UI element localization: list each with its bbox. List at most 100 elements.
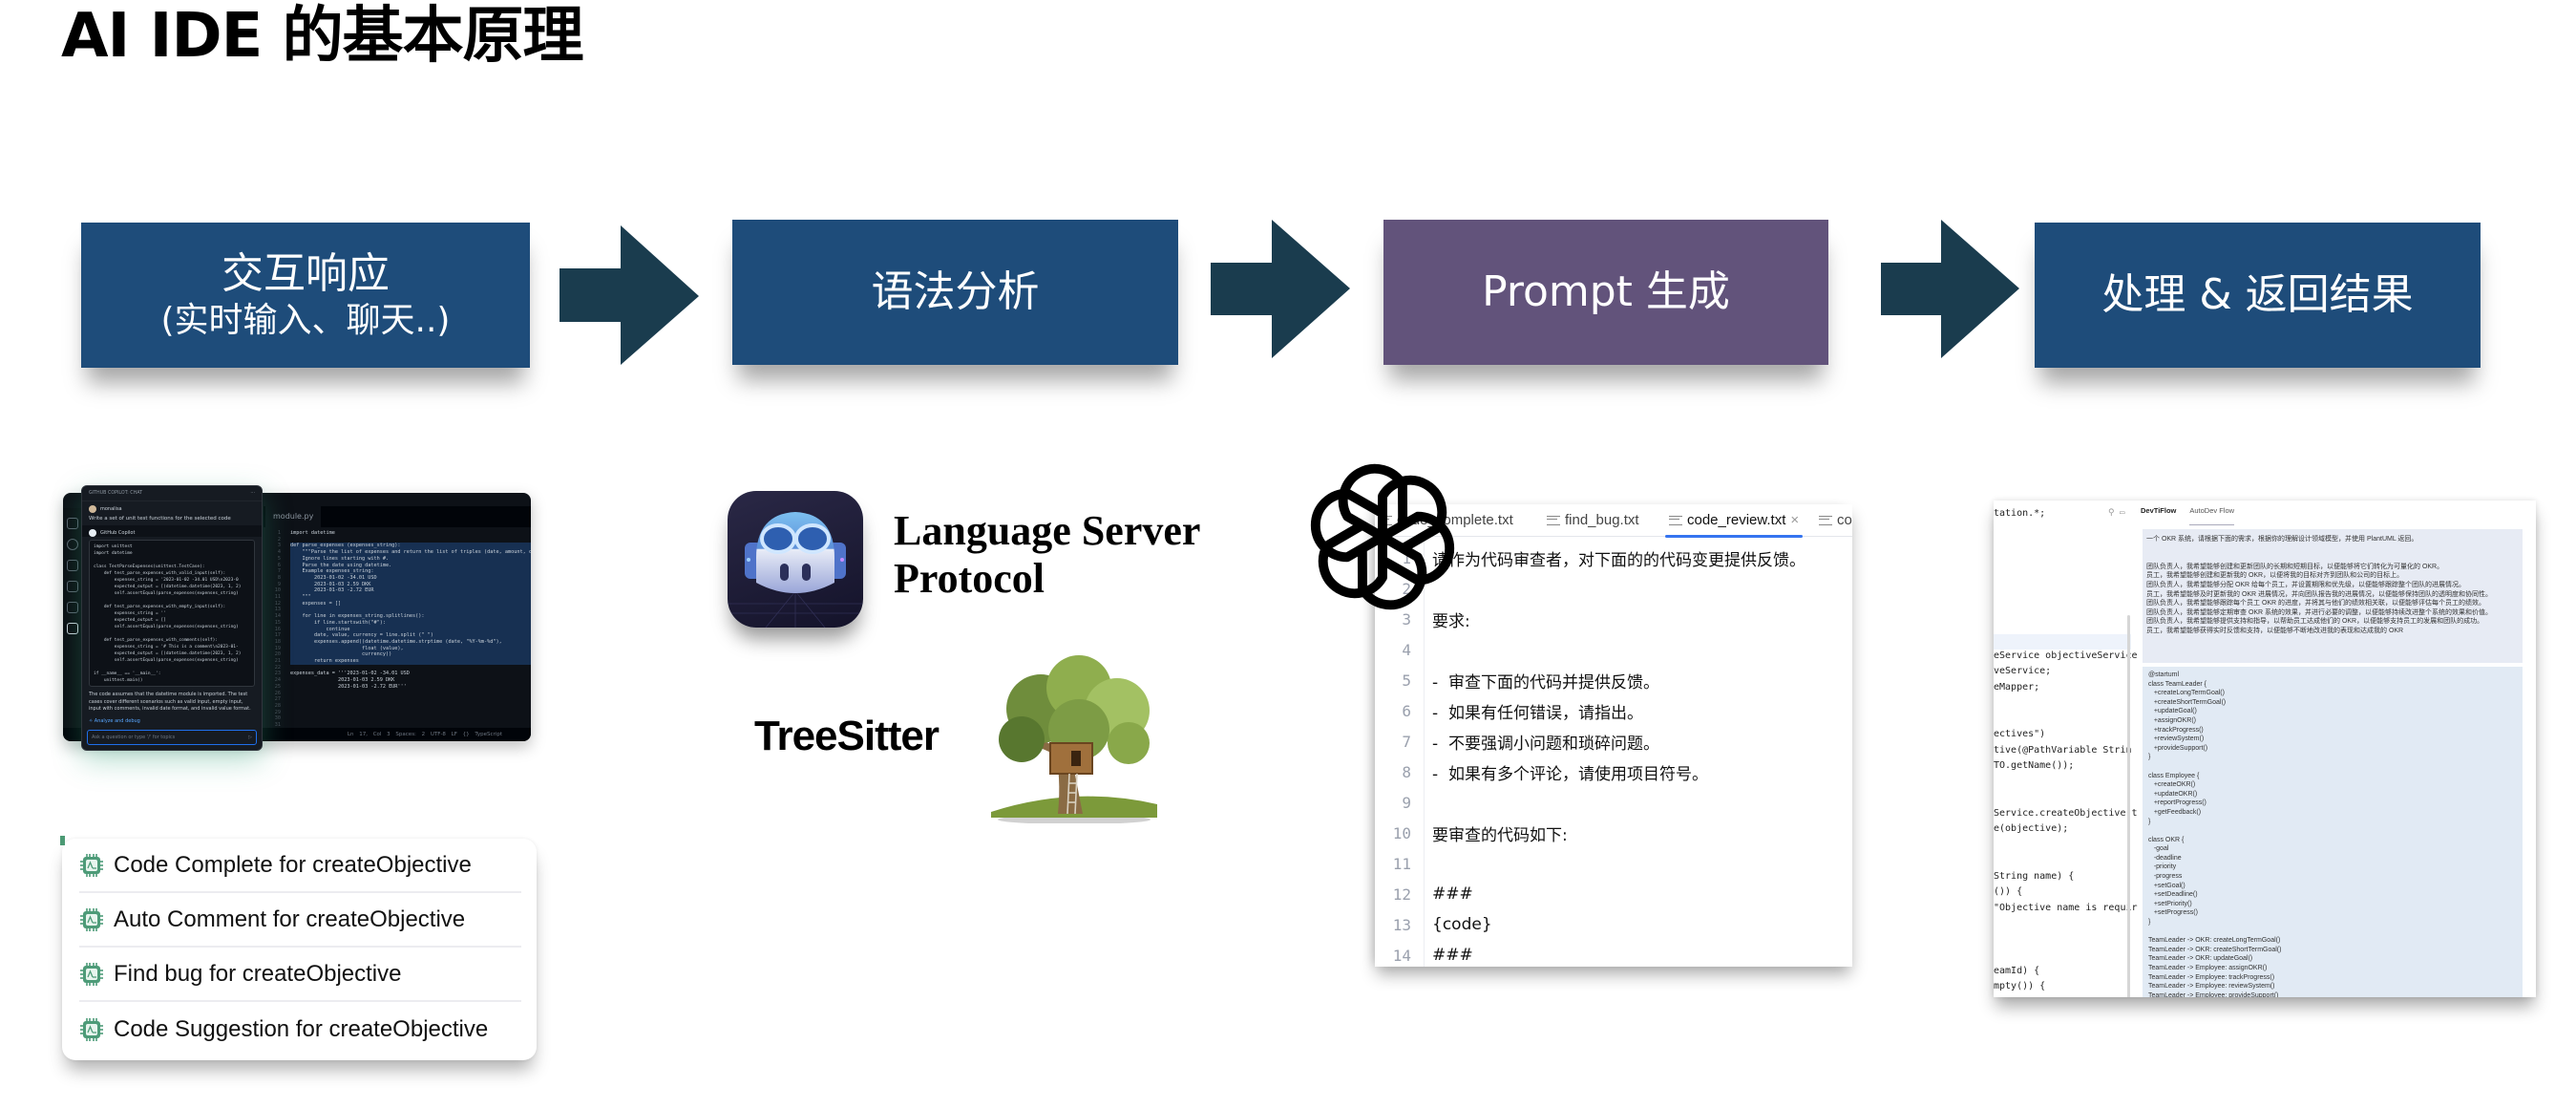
source-control-icon[interactable] (67, 560, 78, 571)
code-line: float (value), (290, 645, 531, 652)
code-line (1994, 540, 1999, 550)
code-line: class TestParseExpenses(unittest.TestCas… (94, 565, 205, 569)
line-number: 3 (1402, 609, 1411, 629)
line-number: 10 (1392, 823, 1411, 842)
code-line: expenses.append((datetime.datetime.strpt… (290, 638, 531, 646)
analyze-debug-label: Analyze and debug (94, 717, 140, 724)
tab-code-review[interactable]: code_review.txt× (1664, 512, 1804, 538)
step-process-return-title: 处理 & 返回结果 (2101, 270, 2414, 319)
activity-bar (63, 508, 82, 728)
user-message: monalisa Write a set of unit test functi… (82, 501, 262, 525)
action-code-suggestion[interactable]: Code Suggestion for createObjective (79, 1002, 521, 1056)
code-line: unittest.main() (94, 678, 143, 683)
step-syntax-analysis: 语法分析 (732, 220, 1178, 365)
close-icon[interactable]: × (1790, 512, 1800, 528)
send-icon[interactable]: ▷ (248, 735, 252, 740)
code-line: expenses_string = '' (94, 611, 166, 616)
chip-icon (80, 1017, 103, 1041)
treesitter-title: TreeSitter (754, 713, 940, 759)
autodev-tabs: DevTiFlow AutoDev Flow (2135, 501, 2536, 525)
code-line (1994, 619, 1999, 629)
code-line: expected_output = [] (94, 618, 166, 623)
code-line: expected_output = [(datetime.datetime(20… (94, 585, 242, 589)
step-prompt-generation: Prompt 生成 (1383, 220, 1828, 365)
prompt-line: 12### (1375, 879, 1852, 909)
line-number: 5 (1402, 671, 1411, 690)
line-text: - 审查下面的代码并提供反馈。 (1432, 672, 1659, 692)
page-title: AI IDE 的基本原理 (61, 1, 584, 72)
tab-devtiflow[interactable]: DevTiFlow (2141, 506, 2177, 515)
action-list: Code Complete for createObjective Auto C… (60, 836, 537, 1060)
code-line: Example expenses_string: (290, 568, 531, 575)
code-line (1994, 792, 1999, 802)
action-label: Code Suggestion for createObjective (114, 1015, 489, 1042)
code-line: eService objectiveService (1994, 650, 2138, 661)
code-line: self.assertEqual(parse_expenses(expenses… (94, 658, 239, 663)
copilot-logo-icon (728, 491, 863, 628)
code-line (1994, 603, 1999, 613)
code-line: TO.getName()); (1994, 760, 2075, 771)
code-line (1994, 949, 1999, 960)
code-line: eamId) { (1994, 965, 2040, 976)
step-interaction: 交互响应 (实时输入、聊天..) (81, 223, 530, 368)
prompt-line: 8- 如果有多个评论，请使用项目符号。 (1375, 756, 1852, 787)
chat-icon[interactable] (67, 623, 78, 634)
more-icon[interactable]: ··· (250, 491, 255, 496)
bot-explanation: The code assumes that the datetime modul… (89, 692, 251, 712)
extensions-icon[interactable] (67, 602, 78, 613)
prompt-line: 11 (1375, 848, 1852, 879)
code-line (94, 664, 250, 671)
code-line (94, 597, 250, 604)
tab-cod[interactable]: cod (1819, 512, 1852, 528)
line-number: 2 (1402, 579, 1411, 598)
code-line: self.assertEqual(parse_expenses(expenses… (94, 591, 239, 596)
code-line: def test_parse_expenses_with_empty_input… (94, 605, 226, 609)
tab-label: find_bug.txt (1565, 512, 1639, 528)
code-line (1994, 524, 1999, 535)
chat-input-placeholder: Ask a question or type '/' for topics (92, 735, 176, 740)
code-line (1994, 855, 1999, 865)
line-text: {code} (1432, 915, 1492, 934)
code-line: 2023-01-03 -2.72 EUR (290, 587, 531, 595)
step-interaction-title: 交互响应 (222, 249, 390, 298)
prompt-line: 2 (1375, 573, 1852, 604)
tab-autodev-flow[interactable]: AutoDev Flow (2189, 506, 2235, 525)
line-text: - 如果有任何错误，请指出。 (1432, 703, 1643, 723)
code-editor[interactable]: 1 2 3 4 5 6 7 8 9 10 11 12 13 14 15 16 1… (264, 527, 531, 728)
code-line: expenses_data = '''2023-01-02 -34.01 USD (290, 671, 410, 677)
action-auto-comment[interactable]: Auto Comment for createObjective (79, 893, 521, 948)
action-find-bug[interactable]: Find bug for createObjective (79, 948, 521, 1002)
code-line: continue (290, 626, 531, 633)
code-line: def test_parse_expenses_with_valid_input… (94, 571, 226, 576)
prompt-line: 13{code} (1375, 909, 1852, 940)
code-line (1994, 571, 1999, 582)
line-text: - 如果有多个评论，请使用项目符号。 (1432, 764, 1708, 784)
explorer-icon[interactable] (67, 518, 78, 529)
user-message-text: Write a set of unit test functions for t… (89, 516, 231, 522)
run-debug-icon[interactable] (67, 581, 78, 592)
inspection-icon[interactable]: ⚲ ▭ (2108, 508, 2125, 518)
code-line (94, 557, 250, 564)
action-code-complete[interactable]: Code Complete for createObjective (79, 839, 521, 893)
code-line: veService; (1994, 666, 2052, 676)
chat-input[interactable]: Ask a question or type '/' for topics ▷ (87, 730, 257, 745)
code-line: def parse_expenses (expenses_string): (290, 543, 531, 550)
chat-header: GITHUB COPILOT: CHAT ··· (82, 486, 262, 501)
tab-find-bug[interactable]: find_bug.txt (1547, 512, 1639, 528)
copilot-chat-panel: GITHUB COPILOT: CHAT ··· monalisa Write … (81, 485, 263, 751)
search-icon[interactable] (67, 539, 78, 550)
arrow-right-icon (1881, 220, 2019, 358)
text-file-icon (1669, 515, 1682, 525)
line-text: ### (1432, 884, 1473, 904)
tab-label: cod (1837, 512, 1852, 528)
tab-module-py[interactable]: module.py (265, 506, 322, 527)
prompt-line: 14### (1375, 940, 1852, 967)
list-edge-marker (60, 836, 65, 845)
line-text: 要审查的代码如下: (1432, 825, 1568, 845)
scrollbar[interactable] (2127, 615, 2130, 997)
analyze-debug-link[interactable]: ✧ Analyze and debug (89, 717, 140, 724)
editor-tabbar: module.py (264, 506, 531, 527)
